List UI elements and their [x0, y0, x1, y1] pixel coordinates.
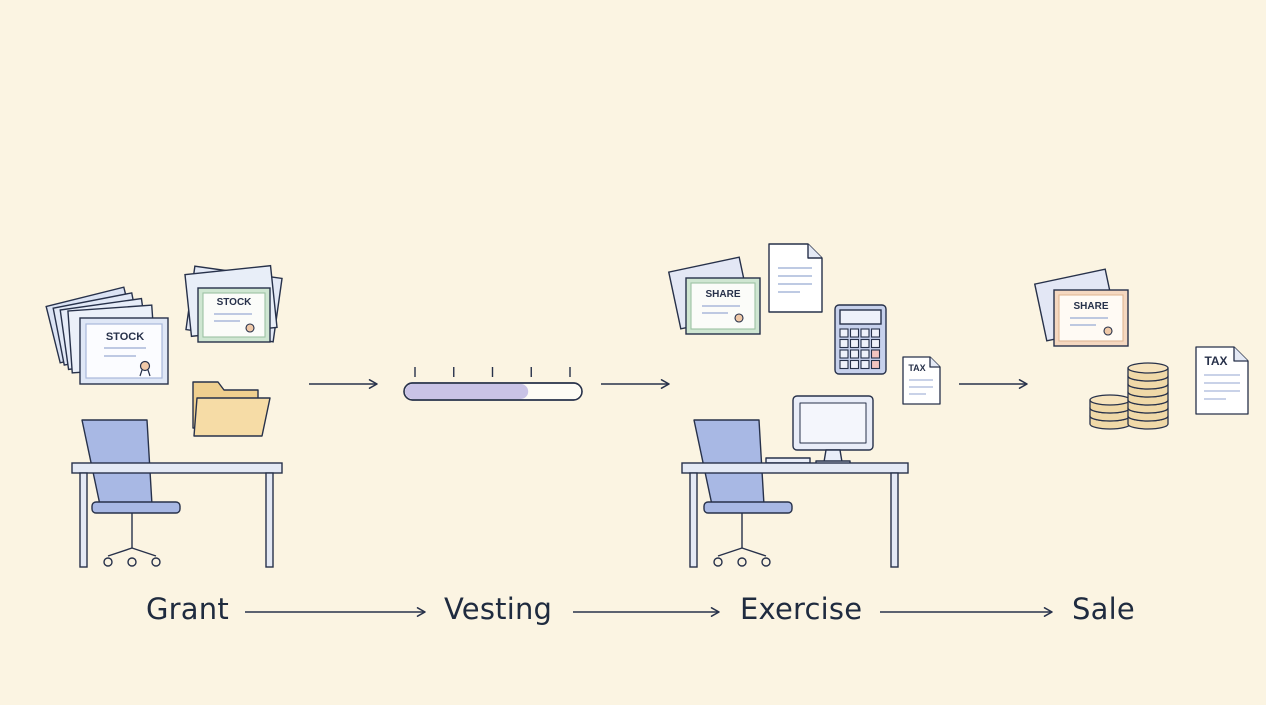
tax-form-icon: [902, 356, 941, 405]
vesting-progress-bar-icon: [403, 367, 583, 401]
step-label-sale: Sale: [1072, 592, 1135, 626]
stock-certificate-stack-icon: [45, 286, 169, 385]
tax-form-icon: [1195, 346, 1249, 415]
step-label-exercise: Exercise: [740, 592, 863, 626]
calculator-key: [860, 359, 870, 370]
calculator-key: [849, 359, 860, 370]
step-label-grant: Grant: [146, 592, 229, 626]
document-icon: [768, 243, 823, 313]
coin-stack-icon: [1089, 362, 1169, 430]
desk-icon: [681, 462, 909, 568]
calculator-key: [849, 349, 860, 359]
calculator-key: [860, 338, 870, 349]
tax-form-sale-label: TAX: [1204, 354, 1227, 368]
calculator-key: [839, 349, 849, 359]
coin: [1089, 394, 1131, 414]
calculator-key: [839, 359, 849, 370]
stock-cert-a-label: STOCK: [106, 331, 144, 343]
coin: [1127, 362, 1169, 382]
calculator-key: [849, 338, 860, 349]
calculator-key: [839, 338, 849, 349]
computer-monitor-icon: [765, 395, 874, 467]
step-label-vesting: Vesting: [444, 592, 553, 626]
calculator-key: [860, 328, 870, 338]
office-chair-icon: [693, 419, 793, 567]
calculator-key: [849, 328, 860, 338]
share-cert-exercise-label: SHARE: [705, 289, 740, 300]
folder-icon: [192, 381, 271, 437]
share-certificate-icon: [1033, 268, 1129, 347]
stock-certificate-icon: [184, 264, 283, 343]
calculator-key: [870, 349, 881, 359]
desk-icon: [71, 462, 283, 568]
calculator-icon: [834, 304, 887, 375]
office-chair-icon: [81, 419, 181, 567]
stock-cert-b-label: STOCK: [217, 297, 253, 308]
calculator-key: [860, 349, 870, 359]
calculator-key: [870, 359, 881, 370]
tax-form-exercise-label: TAX: [908, 363, 925, 373]
calculator-key: [839, 328, 849, 338]
share-cert-sale-label: SHARE: [1073, 301, 1108, 312]
share-certificate-icon: [667, 256, 761, 335]
calculator-key: [870, 328, 881, 338]
calculator-key: [870, 338, 881, 349]
